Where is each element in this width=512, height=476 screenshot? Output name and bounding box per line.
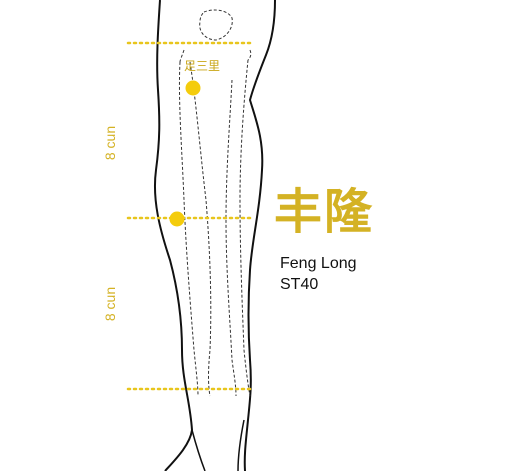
tibia-outline-left	[178, 61, 199, 397]
tibia-outline-inner	[189, 61, 212, 397]
leg-outline-right	[243, 0, 276, 472]
reference-point-marker	[185, 80, 201, 96]
leg-outline-left	[153, 0, 194, 472]
fibula-outline-left	[225, 79, 237, 397]
knee-side-contour	[179, 49, 252, 63]
point-name-pinyin: Feng Long	[280, 255, 357, 272]
measurement-label-lower: 8 cun	[102, 286, 118, 322]
ankle-outline	[191, 419, 245, 472]
reference-point-label: 足三里	[184, 59, 221, 73]
patella-outline	[199, 9, 233, 41]
acupoint-marker	[169, 211, 185, 227]
point-code: ST40	[280, 276, 319, 293]
point-name-chinese: 丰隆	[274, 184, 375, 240]
fibula-outline-right	[239, 59, 251, 397]
measurement-label-upper: 8 cun	[102, 125, 118, 161]
